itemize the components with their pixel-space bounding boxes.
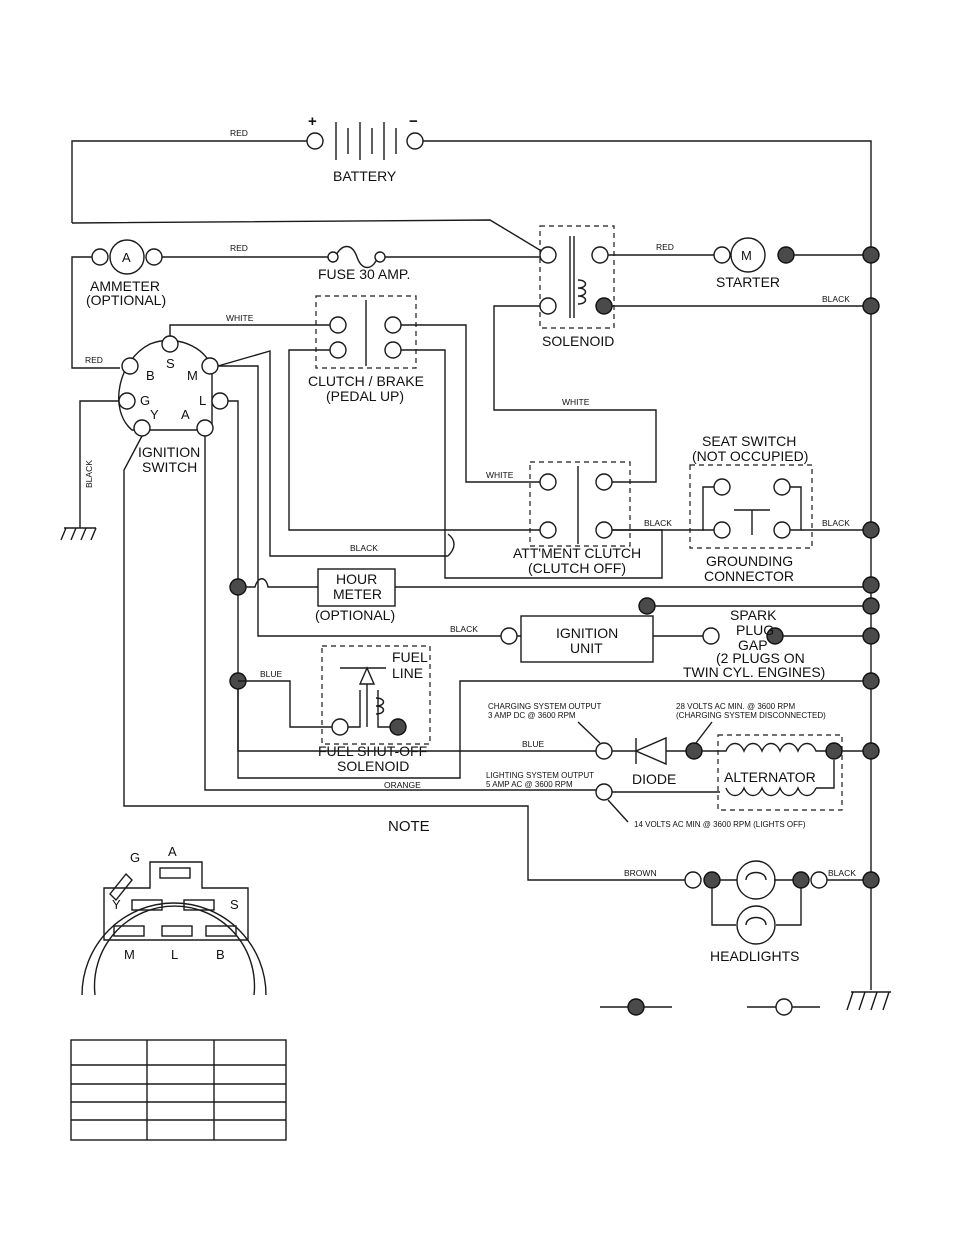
wire-label-brown: BROWN <box>624 868 657 878</box>
attachment-clutch-label-1: ATT'MENT CLUTCH <box>513 545 641 561</box>
ignition-pin-y: Y <box>150 407 159 422</box>
fuel-shutoff-label-2: SOLENOID <box>337 758 409 774</box>
clutch-brake-switch: CLUTCH / BRAKE (PEDAL UP) WHITE WHITE <box>169 295 663 579</box>
wire-label-black: BLACK <box>84 460 94 488</box>
ground-bus <box>846 246 891 1011</box>
legend <box>600 998 820 1016</box>
connector-pin-s: S <box>230 897 239 912</box>
connector-pin-m: M <box>124 947 135 962</box>
volts28-note-2: (CHARGING SYSTEM DISCONNECTED) <box>676 711 826 720</box>
diode-label: DIODE <box>632 771 676 787</box>
ignition-unit-label-2: UNIT <box>570 640 603 656</box>
battery-plus-label: + <box>308 113 317 130</box>
connector-pin-g: G <box>130 850 140 865</box>
seat-switch-label-2: (NOT OCCUPIED) <box>692 448 808 464</box>
wire-label-red: RED <box>85 355 103 365</box>
ignition-switch-label-1: IGNITION <box>138 444 200 460</box>
wire-label-red: RED <box>230 128 248 138</box>
clutch-brake-label-2: (PEDAL UP) <box>326 388 404 404</box>
ignition-pin-a: A <box>181 407 190 422</box>
ignition-switch: S B M G L Y A IGNITION SWITCH BLACK BLAC… <box>60 335 863 881</box>
fuse: FUSE 30 AMP. <box>318 245 548 282</box>
wire-label-orange: ORANGE <box>384 780 421 790</box>
solenoid-label: SOLENOID <box>542 333 614 349</box>
lighting-note-2: 5 AMP AC @ 3600 RPM <box>486 780 573 789</box>
wire-label-white: WHITE <box>562 397 590 407</box>
hour-meter-label-1: HOUR <box>336 571 377 587</box>
grounding-connector-label-1: GROUNDING <box>706 553 793 569</box>
switch-table <box>70 1039 287 1141</box>
wire-label-red: RED <box>230 243 248 253</box>
ammeter-label-2: (OPTIONAL) <box>86 292 166 308</box>
fuse-label: FUSE 30 AMP. <box>318 266 410 282</box>
attachment-clutch-switch: ATT'MENT CLUTCH (CLUTCH OFF) BLACK <box>447 461 704 576</box>
wire-label-blue: BLUE <box>260 669 283 679</box>
seat-switch-label-1: SEAT SWITCH <box>702 433 796 449</box>
fuel-line-label-2: LINE <box>392 665 423 681</box>
battery: + − BATTERY RED <box>71 113 872 990</box>
ammeter-symbol: A <box>122 250 131 265</box>
grounding-connector-label-2: CONNECTOR <box>704 568 794 584</box>
clutch-brake-label-1: CLUTCH / BRAKE <box>308 373 424 389</box>
hour-meter: HOUR METER (OPTIONAL) <box>315 568 863 623</box>
fuel-line-label-1: FUEL <box>392 649 428 665</box>
wire-label-black: BLACK <box>828 868 856 878</box>
lighting-note-1: LIGHTING SYSTEM OUTPUT <box>486 771 594 780</box>
wire-label-black: BLACK <box>350 543 378 553</box>
spark-plug-label-1: SPARK <box>730 607 777 623</box>
fuel-shutoff-solenoid: FUEL LINE FUEL SHUT-OFF SOLENOID <box>318 645 431 774</box>
alternator-label: ALTERNATOR <box>724 769 816 785</box>
wire-label-black: BLACK <box>822 294 850 304</box>
battery-label: BATTERY <box>333 168 397 184</box>
spark-plug-label-2: PLUG <box>736 622 774 638</box>
connector-pin-a: A <box>168 844 177 859</box>
spark-plug-label-4: (2 PLUGS ON <box>716 650 805 666</box>
hour-meter-label-2: METER <box>333 586 382 602</box>
connector-pin-l: L <box>171 947 178 962</box>
wire-label-red: RED <box>656 242 674 252</box>
volts28-note-1: 28 VOLTS AC MIN. @ 3600 RPM <box>676 702 795 711</box>
wire-label-black: BLACK <box>644 518 672 528</box>
ignition-pin-l: L <box>199 393 206 408</box>
charging-note-1: CHARGING SYSTEM OUTPUT <box>488 702 601 711</box>
starter: M STARTER <box>713 237 863 290</box>
wire-label-black: BLACK <box>822 518 850 528</box>
connector-pin-b: B <box>216 947 225 962</box>
ignition-unit: IGNITION UNIT SPARK PLUG GAP (2 PLUGS ON… <box>500 597 863 680</box>
connector-pin-y: Y <box>112 897 121 912</box>
wire-label-white: WHITE <box>486 470 514 480</box>
ammeter: A AMMETER (OPTIONAL) RED RED <box>71 239 335 369</box>
hour-meter-label-3: (OPTIONAL) <box>315 607 395 623</box>
ignition-pin-m: M <box>187 368 198 383</box>
solenoid: SOLENOID RED BLACK WHITE <box>493 225 863 483</box>
charging-note-2: 3 AMP DC @ 3600 RPM <box>488 711 576 720</box>
ignition-unit-label-1: IGNITION <box>556 625 618 641</box>
headlights-label: HEADLIGHTS <box>710 948 799 964</box>
ignition-pin-b: B <box>146 368 155 383</box>
volts14-note: 14 VOLTS AC MIN @ 3600 RPM (LIGHTS OFF) <box>634 820 806 829</box>
ignition-pin-s: S <box>166 356 175 371</box>
note-connector: NOTE G A Y S M L B <box>81 818 430 996</box>
wire-label-blue: BLUE <box>522 739 545 749</box>
note-label: NOTE <box>388 818 430 835</box>
ignition-switch-label-2: SWITCH <box>142 459 197 475</box>
headlights: BROWN BLACK HEADLIGHTS <box>624 860 863 964</box>
starter-symbol: M <box>741 248 752 263</box>
wire-label-black: BLACK <box>450 624 478 634</box>
battery-minus-label: − <box>409 113 418 130</box>
spark-plug-label-3: GAP <box>738 637 768 653</box>
attachment-clutch-label-2: (CLUTCH OFF) <box>528 560 626 576</box>
spark-plug-label-5: TWIN CYL. ENGINES) <box>683 664 825 680</box>
ignition-pin-g: G <box>140 393 150 408</box>
charging-system: BLUE DIODE ALTERNATOR ORANGE CHARGING SY… <box>237 689 863 829</box>
ammeter-label-1: AMMETER <box>90 278 160 294</box>
wire-label-white: WHITE <box>226 313 254 323</box>
seat-switch: SEAT SWITCH (NOT OCCUPIED) GROUNDING CON… <box>689 433 863 584</box>
starter-label: STARTER <box>716 274 780 290</box>
